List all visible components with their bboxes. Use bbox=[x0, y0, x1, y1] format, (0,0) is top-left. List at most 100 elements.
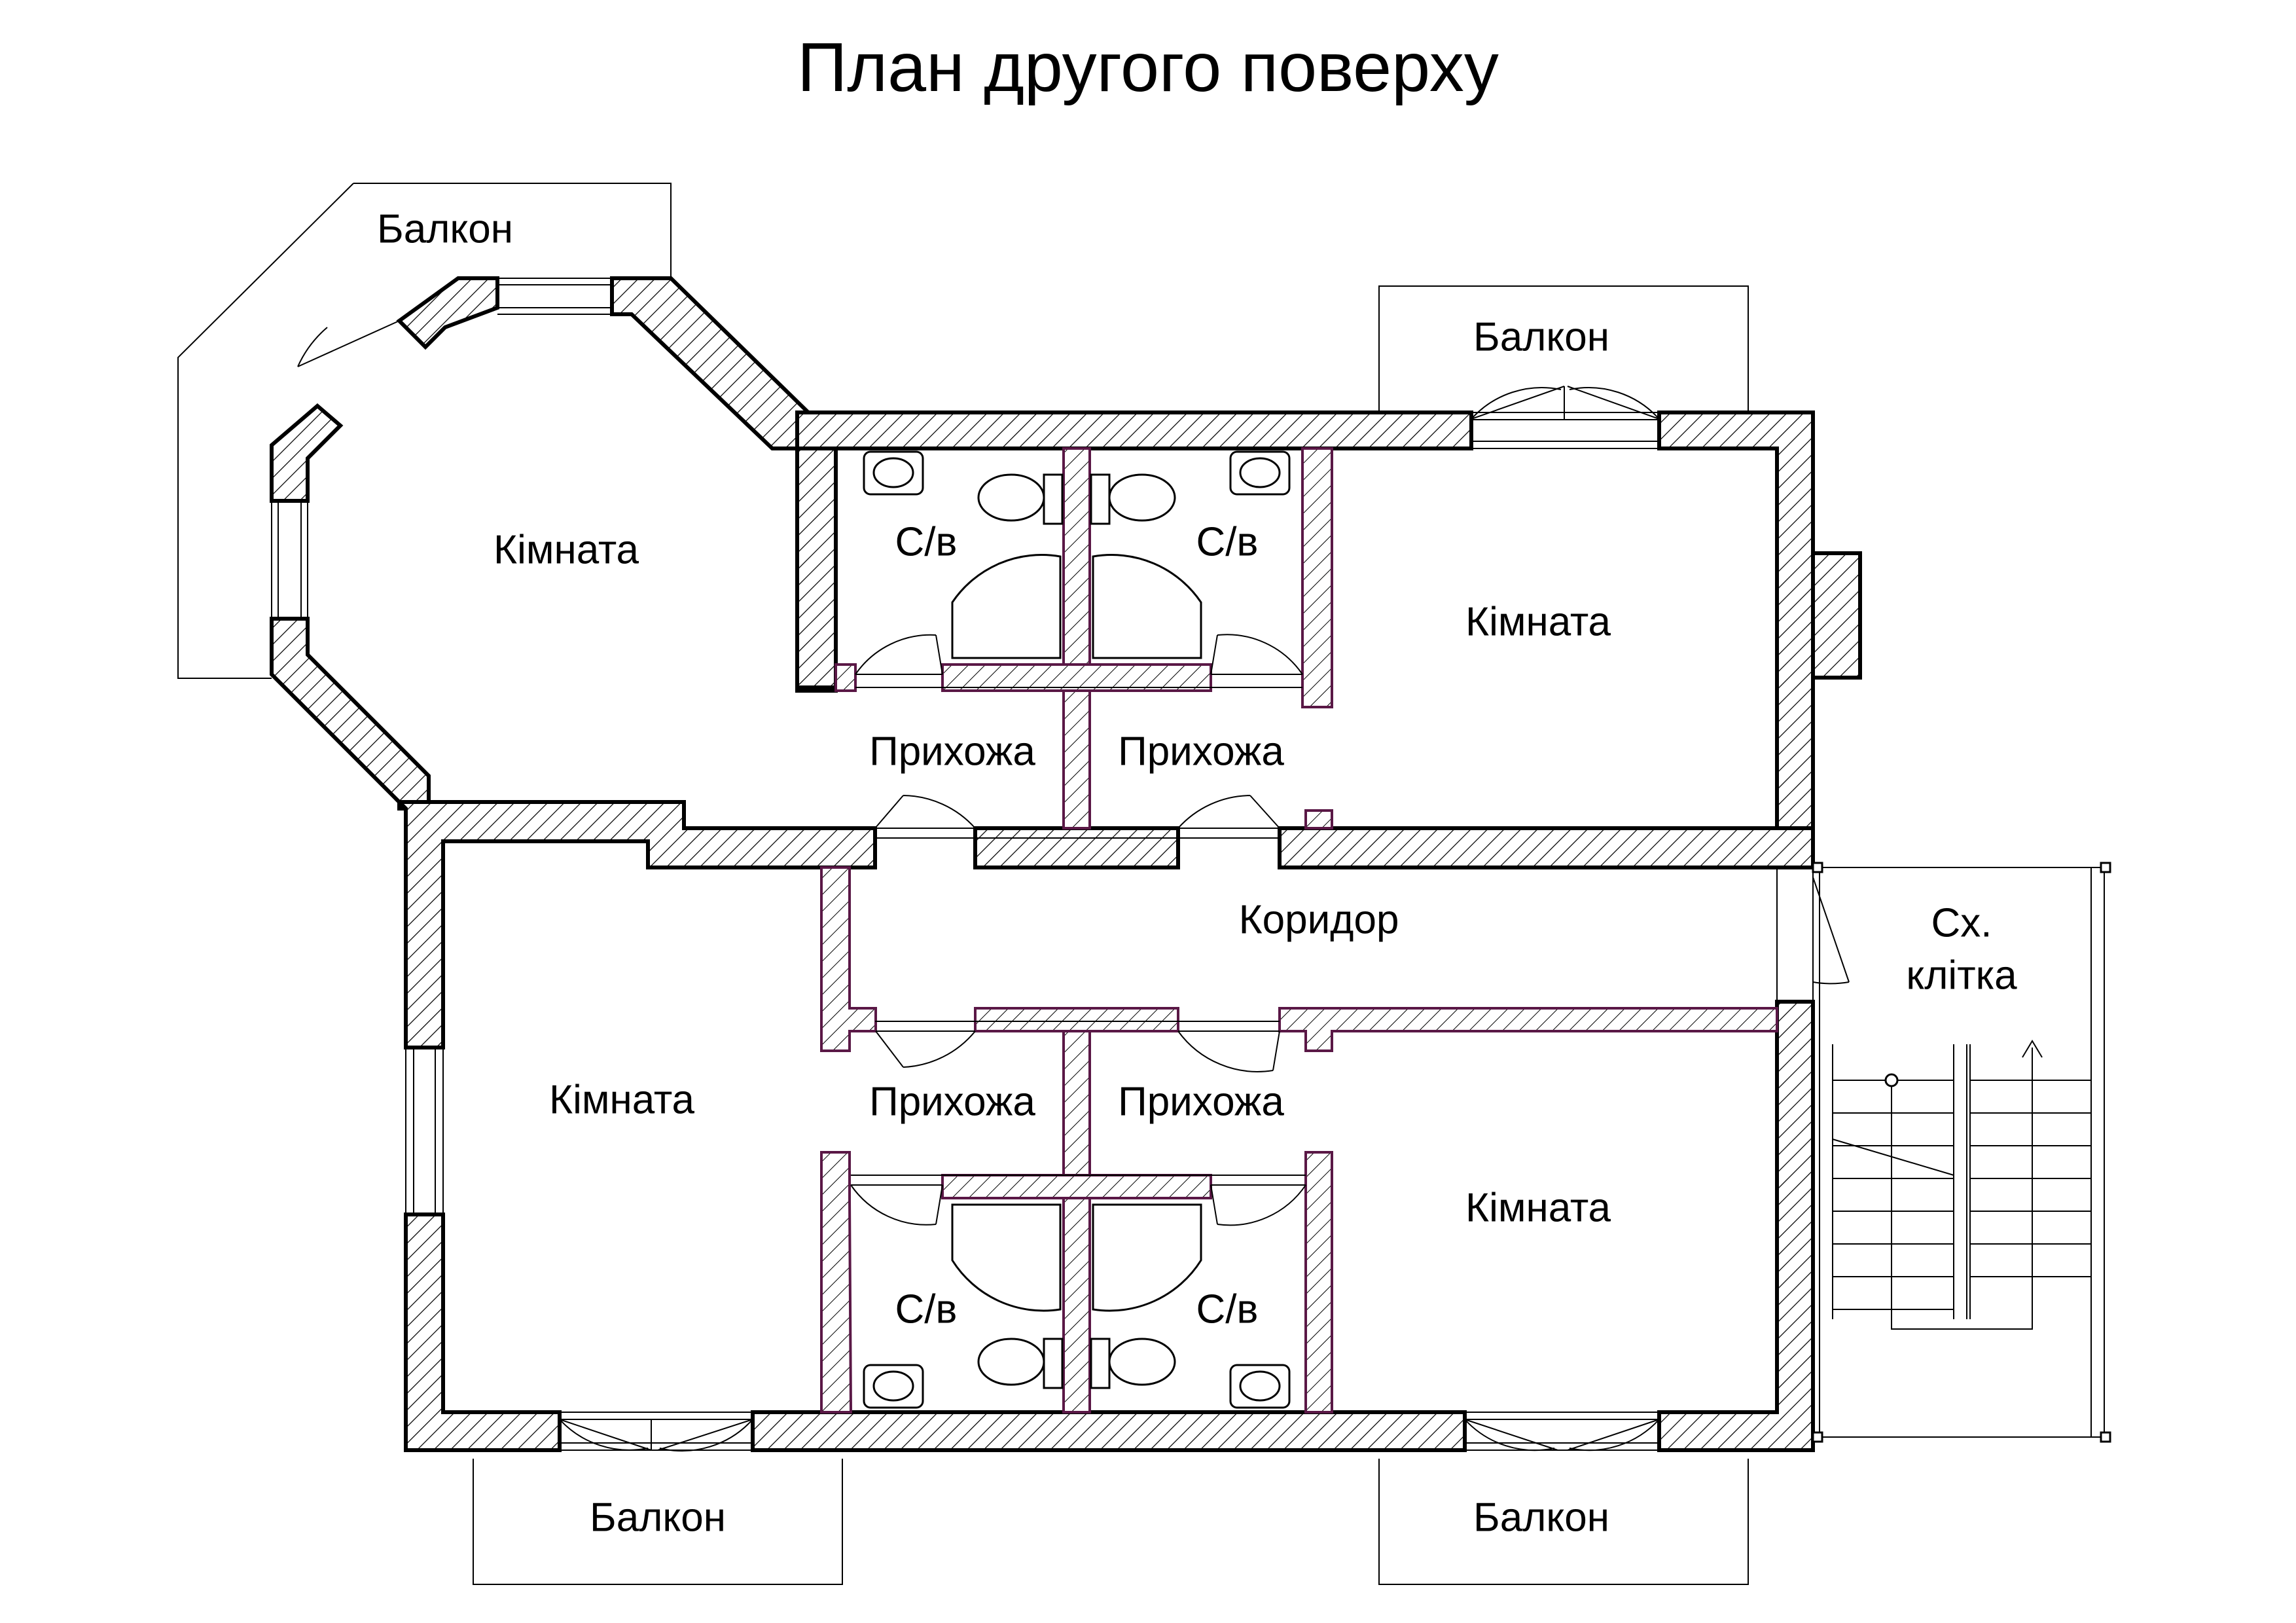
balcony-top-left-outline bbox=[177, 183, 672, 679]
label-stairwell-1: Сх. bbox=[1931, 900, 1992, 946]
door-octagon-balcony bbox=[297, 320, 400, 367]
top-wall-right bbox=[1657, 410, 1815, 869]
corridor-left-wall bbox=[820, 866, 877, 1052]
label-room-top-right: Кімната bbox=[1465, 599, 1611, 645]
wc-bottom-sep bbox=[1062, 1197, 1091, 1413]
sink-bowl-top-right bbox=[1239, 457, 1281, 488]
label-hall-top-right: Прихожа bbox=[1118, 729, 1284, 775]
label-wc-bottom-right: С/в bbox=[1196, 1286, 1259, 1332]
window-bottom-left bbox=[560, 1412, 753, 1451]
door-hall-top-left bbox=[874, 795, 976, 829]
post-3 bbox=[1812, 1431, 1823, 1443]
wc-top-left-stub bbox=[834, 663, 857, 692]
toilet-tank-bottom-left bbox=[1043, 1338, 1064, 1389]
toilet-top-left bbox=[977, 473, 1045, 522]
shower-top-right bbox=[1092, 554, 1202, 659]
wc-bottom-right-wall bbox=[1304, 1151, 1333, 1413]
label-room-octagon: Кімната bbox=[493, 527, 639, 573]
label-wc-bottom-left: С/в bbox=[895, 1286, 958, 1332]
toilet-bottom-left bbox=[977, 1338, 1045, 1386]
shower-top-left bbox=[951, 554, 1062, 659]
sink-bowl-bottom-left bbox=[872, 1370, 914, 1402]
wc-top-right-wall bbox=[1301, 447, 1333, 708]
post-1 bbox=[1812, 862, 1823, 873]
balconies bbox=[177, 183, 1749, 1585]
door-balcony-bottom-left bbox=[559, 1419, 753, 1452]
hall-lines-top bbox=[855, 687, 1302, 839]
door-balcony-top-right bbox=[1471, 386, 1660, 420]
corridor-bottom-center bbox=[974, 1007, 1179, 1032]
label-room-bottom-left: Кімната bbox=[548, 1077, 695, 1123]
label-balcony-bottom-right: Балкон bbox=[1473, 1495, 1609, 1541]
hall-top-sep bbox=[1062, 689, 1091, 830]
mid-wall-center bbox=[973, 826, 1180, 869]
label-room-bottom-right: Кімната bbox=[1465, 1185, 1611, 1231]
bottom-wall-right bbox=[1657, 1000, 1815, 1452]
wc-top-sep bbox=[1062, 447, 1091, 685]
label-balcony-top-left: Балкон bbox=[377, 206, 513, 252]
window-octagon-west bbox=[271, 501, 308, 619]
wc-top-left-outer bbox=[795, 447, 838, 689]
windows bbox=[271, 278, 1814, 1451]
octagon-wall-west-2 bbox=[270, 617, 431, 811]
hall-lines-bottom bbox=[851, 1021, 1306, 1176]
wc-bottom-top bbox=[941, 1174, 1212, 1199]
toilet-tank-top-left bbox=[1043, 473, 1064, 525]
partitions bbox=[820, 447, 1778, 1413]
stair-flight-right bbox=[1969, 1044, 2092, 1319]
label-balcony-top-right: Балкон bbox=[1473, 314, 1609, 360]
post-2 bbox=[2100, 862, 2111, 873]
door-wc-top-left bbox=[855, 634, 943, 675]
label-stairwell-2: клітка bbox=[1906, 953, 2017, 998]
door-stairwell bbox=[1812, 877, 1850, 985]
opening-corridor-end bbox=[1776, 867, 1814, 1002]
window-octagon-top bbox=[497, 278, 612, 315]
shower-bottom-right bbox=[1092, 1203, 1202, 1312]
sink-bowl-bottom-right bbox=[1239, 1370, 1281, 1402]
balcony-bottom-right-outline bbox=[1378, 1459, 1749, 1585]
toilet-tank-top-right bbox=[1090, 473, 1111, 525]
window-left-room bbox=[405, 1048, 444, 1214]
octagon-wall-top-right bbox=[610, 276, 810, 450]
toilet-top-right bbox=[1108, 473, 1176, 522]
bottom-wall-center bbox=[751, 1410, 1467, 1452]
door-hall-top-right bbox=[1177, 795, 1280, 829]
post-4 bbox=[2100, 1431, 2111, 1443]
doors bbox=[297, 320, 1850, 1452]
toilet-bottom-right bbox=[1108, 1338, 1176, 1386]
label-hall-bottom-left: Прихожа bbox=[869, 1079, 1035, 1125]
stair-direction-line bbox=[1832, 1040, 2043, 1330]
wc-bottom-left-wall bbox=[820, 1151, 853, 1413]
sink-bowl-top-left bbox=[872, 457, 914, 488]
shower-bottom-left bbox=[951, 1203, 1062, 1312]
door-wc-bottom-left bbox=[850, 1184, 943, 1226]
wc-top-bottom bbox=[941, 663, 1212, 692]
chimney bbox=[1811, 551, 1862, 680]
corridor-bottom-right bbox=[1278, 1007, 1778, 1052]
mid-wall-left bbox=[394, 800, 877, 1049]
mid-wall-right bbox=[1278, 826, 1815, 869]
label-corridor: Коридор bbox=[1238, 897, 1399, 943]
door-hall-bottom-right bbox=[1177, 1030, 1280, 1072]
door-hall-bottom-left bbox=[875, 1030, 976, 1068]
toilet-tank-bottom-right bbox=[1090, 1338, 1111, 1389]
window-top-right bbox=[1471, 412, 1659, 449]
door-wc-bottom-right bbox=[1210, 1184, 1306, 1226]
stub-near-right bbox=[1304, 809, 1333, 830]
stair-start-dot bbox=[1884, 1073, 1899, 1087]
plan-title: План другого поверху bbox=[797, 29, 1499, 106]
octagon-wall-nw-1 bbox=[396, 276, 499, 350]
label-hall-top-left: Прихожа bbox=[869, 729, 1035, 775]
stair-center bbox=[1953, 1044, 1967, 1319]
label-wc-top-left: С/в bbox=[895, 519, 958, 565]
balcony-top-right-outline bbox=[1378, 285, 1749, 412]
door-balcony-bottom-right bbox=[1464, 1419, 1660, 1451]
door-wc-top-right bbox=[1210, 634, 1303, 675]
left-wall-lower bbox=[404, 1213, 562, 1452]
window-bottom-right bbox=[1465, 1412, 1659, 1451]
balcony-bottom-left-outline bbox=[473, 1459, 843, 1585]
octagon-wall-west-1 bbox=[270, 403, 344, 503]
hall-bottom-sep bbox=[1062, 1030, 1091, 1180]
